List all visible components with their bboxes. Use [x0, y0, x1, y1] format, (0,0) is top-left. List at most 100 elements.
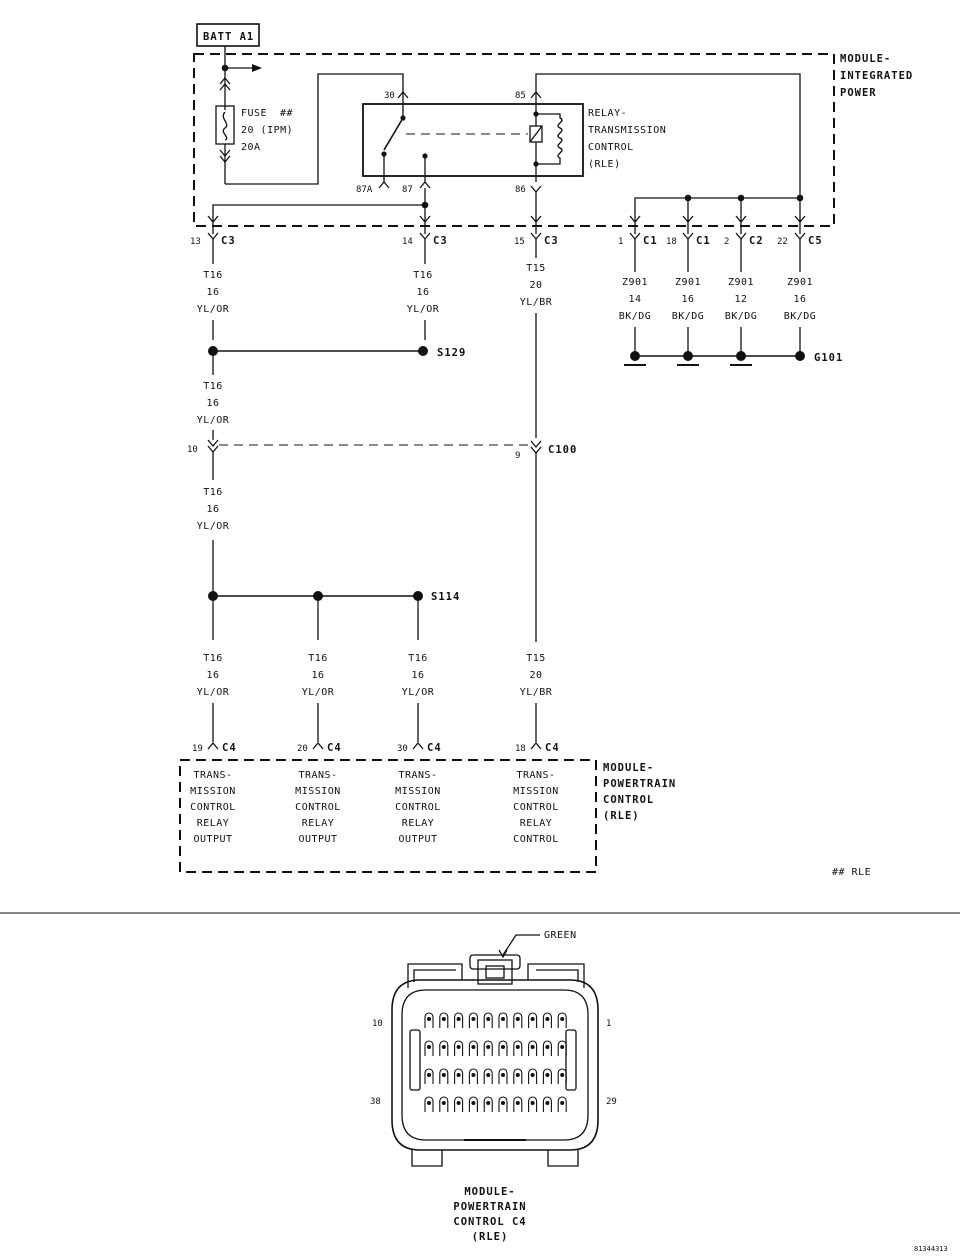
relay-pin-30: 30 — [384, 91, 395, 101]
relay-pin-87a: 87A — [356, 185, 373, 195]
conn-pin-2: 2 — [724, 237, 729, 247]
svg-text:TRANS-: TRANS- — [516, 770, 555, 781]
relay-pin-87: 87 — [402, 185, 413, 195]
wire-label-g4: Z901 16 BK/DG — [784, 277, 817, 322]
svg-text:OUTPUT: OUTPUT — [398, 834, 437, 845]
svg-text:YL/OR: YL/OR — [197, 521, 230, 532]
connector-cavity-terminal — [441, 1101, 446, 1105]
connector-cavity-terminal — [501, 1017, 505, 1021]
connector-cavity-terminal — [501, 1073, 505, 1077]
connector-cavity-terminal — [560, 1101, 565, 1105]
module-powertrain-control-box — [179, 759, 597, 873]
wire-label-g1: Z901 14 BK/DG — [619, 277, 652, 322]
conn-name-c2-2: C2 — [749, 235, 764, 247]
connector-cavity-terminal — [471, 1073, 476, 1077]
c4-pin-20: 20 — [297, 744, 308, 754]
fuse-amperage: 20A — [241, 142, 261, 153]
c4-name-19: C4 — [222, 742, 237, 754]
connector-c4-face-view: GREEN 10 1 38 29 MODULE- POWERTRAIN CONT… — [370, 930, 617, 1243]
conn-pin-22: 22 — [777, 237, 788, 247]
connector-cavity-terminal — [545, 1017, 550, 1021]
svg-text:16: 16 — [311, 670, 324, 681]
svg-text:20: 20 — [529, 280, 542, 291]
svg-text:BK/DG: BK/DG — [784, 311, 817, 322]
svg-text:TRANS-: TRANS- — [193, 770, 232, 781]
svg-text:T16: T16 — [308, 653, 328, 664]
connector-cavity — [424, 1068, 434, 1084]
module-pcm-line4: (RLE) — [603, 810, 640, 822]
svg-text:CONTROL: CONTROL — [513, 802, 559, 813]
splice-s114: S114 — [208, 591, 460, 603]
svg-text:RELAY: RELAY — [402, 818, 435, 829]
svg-text:T16: T16 — [413, 270, 433, 281]
conn-name-c3-13: C3 — [221, 235, 236, 247]
pcm-input-2: TRANS- MISSION CONTROL RELAY OUTPUT — [295, 770, 341, 845]
connector-caption-line2: POWERTRAIN — [453, 1201, 526, 1213]
connector-caption-line3: CONTROL C4 — [453, 1216, 526, 1228]
connector-cavity-terminal — [471, 1017, 476, 1021]
svg-text:MISSION: MISSION — [295, 786, 341, 797]
module-pcm-line2: POWERTRAIN — [603, 778, 676, 790]
connector-cavity-terminal — [486, 1017, 491, 1021]
relay-line2: TRANSMISSION — [588, 125, 666, 136]
svg-text:T15: T15 — [526, 263, 546, 274]
svg-text:20: 20 — [529, 670, 542, 681]
svg-text:16: 16 — [681, 294, 694, 305]
c4-pin-30: 30 — [397, 744, 408, 754]
svg-text:MISSION: MISSION — [513, 786, 559, 797]
connector-cavity-terminal — [486, 1073, 491, 1077]
connector-cavity — [528, 1096, 538, 1112]
batt-label: BATT A1 — [203, 31, 254, 43]
conn-pin-1: 1 — [618, 237, 623, 247]
fuse-number: 20 (IPM) — [241, 125, 293, 136]
relay-line4: (RLE) — [588, 159, 621, 170]
connector-cavity — [468, 1040, 478, 1056]
conn-pin-13: 13 — [190, 237, 201, 247]
connector-cavity — [513, 1040, 523, 1056]
connector-cavity — [454, 1012, 464, 1028]
connector-cavity-terminal — [515, 1073, 520, 1077]
connector-c100: 10 9 C100 — [187, 439, 576, 461]
svg-text:CONTROL: CONTROL — [395, 802, 441, 813]
c4-name-20: C4 — [327, 742, 342, 754]
connector-cavity-terminal — [501, 1045, 505, 1049]
connector-cavity-terminal — [515, 1017, 520, 1021]
conn-pin-15: 15 — [514, 237, 525, 247]
wire-label-b2: T16 16 YL/OR — [302, 653, 335, 698]
connector-cavity — [498, 1012, 508, 1028]
connector-cavity-terminal — [427, 1045, 431, 1049]
module-ipm-line2: INTEGRATED — [840, 70, 913, 82]
connector-cavity — [528, 1068, 538, 1084]
svg-text:YL/OR: YL/OR — [197, 687, 230, 698]
wire-label-b4: T15 20 YL/BR — [520, 653, 553, 698]
pcm-input-3: TRANS- MISSION CONTROL RELAY OUTPUT — [395, 770, 441, 845]
connector-cavity-terminal — [560, 1017, 565, 1021]
connector-cavity-terminal — [471, 1045, 476, 1049]
connector-cavity — [513, 1068, 523, 1084]
connector-cavity-terminal — [456, 1073, 461, 1077]
svg-text:BK/DG: BK/DG — [725, 311, 758, 322]
svg-text:Z901: Z901 — [728, 277, 754, 288]
conn-name-c5-22: C5 — [808, 235, 823, 247]
svg-text:BK/DG: BK/DG — [619, 311, 652, 322]
module-ipm-line1: MODULE- — [840, 53, 891, 65]
connector-caption-line4: (RLE) — [472, 1231, 509, 1243]
connector-cavity — [439, 1040, 449, 1056]
conn-name-c3-14: C3 — [433, 235, 448, 247]
svg-text:T16: T16 — [203, 487, 223, 498]
cavity-label-10: 10 — [372, 1019, 383, 1029]
svg-text:Z901: Z901 — [787, 277, 813, 288]
battery-feed: BATT A1 — [196, 23, 262, 110]
relay-line1: RELAY- — [588, 108, 627, 119]
connector-cavity — [542, 1012, 552, 1028]
connector-cavity-terminal — [515, 1045, 520, 1049]
splice-label-s114: S114 — [431, 591, 460, 603]
relay-transmission-control: 30 87A 87 85 86 RELAY- TRANSMISSION CONT… — [356, 90, 666, 195]
connector-cavity-terminal — [427, 1017, 431, 1021]
module-pcm-line1: MODULE- — [603, 762, 654, 774]
wire-label-b3: T16 16 YL/OR — [402, 653, 435, 698]
svg-text:Z901: Z901 — [675, 277, 701, 288]
connector-cavity — [439, 1068, 449, 1084]
connector-cavity-terminal — [471, 1101, 476, 1105]
connector-cavity — [557, 1068, 567, 1084]
